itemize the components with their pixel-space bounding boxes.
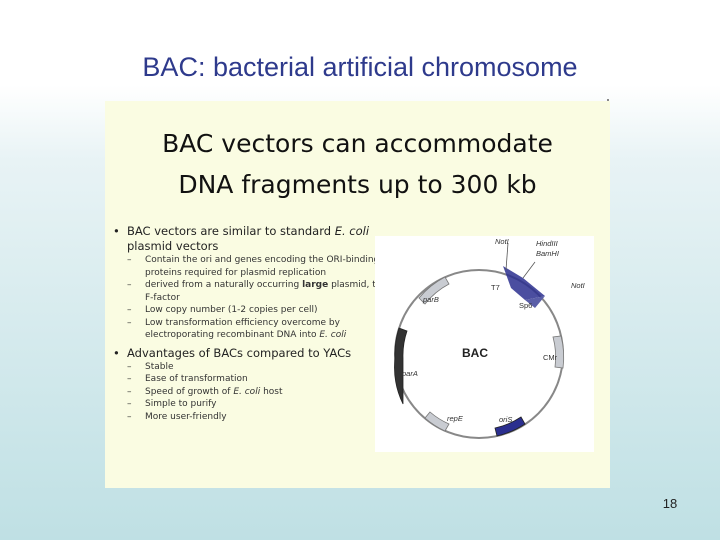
sub-bullet-text: Simple to purify	[145, 399, 217, 409]
panel-heading-line-1: BAC vectors can accommodate	[162, 129, 553, 158]
bullet-text-italic: E. coli	[334, 224, 370, 238]
bullet-text: plasmid vectors	[127, 239, 219, 253]
sub-bullet-item: – Low copy number (1-2 copies per cell)	[127, 304, 403, 317]
sub-bullet-item: – Contain the ori and genes encoding the …	[127, 254, 403, 279]
cmr-gene	[552, 335, 565, 369]
sub-bullet-item: – Ease of transformation	[127, 373, 403, 386]
sub-bullet-marker: –	[127, 317, 132, 328]
oris-label: oriS	[499, 415, 512, 424]
sub-bullet-item: – derived from a naturally occurring larg…	[127, 279, 403, 304]
bullet-marker: •	[113, 345, 120, 360]
bac-plasmid-map: NotI HindIII BamHI T7 Sp6 NotI parB parA…	[375, 236, 594, 452]
sub-bullet-item: – Stable	[127, 361, 403, 374]
bamhi-label: BamHI	[536, 249, 559, 258]
bullet-item: • Advantages of BACs compared to YACs	[113, 346, 403, 361]
para-label: parA	[401, 369, 418, 378]
sp6-promoter-arrow	[525, 296, 545, 308]
bullet-item: • BAC vectors are similar to standard E. …	[113, 224, 403, 254]
sub-bullet-marker: –	[127, 305, 132, 315]
sub-bullet-text: derived from a naturally occurring	[145, 280, 303, 290]
repe-label: repE	[447, 414, 464, 423]
sub-bullet-text: plasmid, the F-factor	[145, 280, 387, 303]
sub-bullet-text-italic: E. coli	[233, 386, 261, 397]
parB-gene	[418, 276, 450, 305]
page-number: 18	[662, 496, 678, 511]
sub-bullet-marker: –	[127, 255, 132, 265]
bullet-text: Advantages of BACs compared to YACs	[127, 345, 352, 360]
sub-bullet-marker: –	[127, 374, 132, 384]
sub-bullet-item: – Simple to purify	[127, 398, 403, 411]
parb-label: parB	[422, 295, 439, 304]
panel-heading-line-2: DNA fragments up to 300 kb	[178, 170, 537, 199]
sub-bullet-text-bold: large	[302, 280, 329, 290]
bac-plasmid-svg: NotI HindIII BamHI T7 Sp6 NotI parB parA…	[394, 237, 585, 439]
sub-bullet-text: Ease of transformation	[145, 374, 248, 384]
sub-bullet-marker: –	[127, 280, 132, 290]
t7-label: T7	[491, 283, 500, 292]
sub-bullet-text-italic: E. coli	[319, 330, 347, 340]
bullet-marker: •	[113, 224, 120, 238]
sp6-label: Sp6	[519, 301, 532, 310]
noti-top-label: NotI	[495, 237, 509, 246]
sub-bullet-text: Stable	[145, 361, 174, 372]
sub-bullet-text: host	[260, 386, 283, 397]
bac-center-label: BAC	[462, 346, 488, 360]
slide-title: BAC: bacterial artificial chromosome	[142, 52, 578, 82]
sub-bullet-text: Contain the ori and genes encoding the O…	[145, 255, 380, 278]
sub-bullet-item: – Speed of growth of E. coli host	[127, 386, 403, 399]
sub-bullet-marker: –	[127, 399, 132, 409]
bullet-list: • BAC vectors are similar to standard E. …	[113, 224, 403, 423]
panel-heading: BAC vectors can accommodate DNA fragment…	[105, 123, 610, 205]
cloning-site-wedge	[503, 266, 545, 300]
parA-gene	[394, 327, 408, 405]
sub-bullet-text: Low copy number (1-2 copies per cell)	[145, 305, 318, 315]
cmr-label: CMr	[543, 353, 558, 362]
sub-bullet-item: – More user-friendly	[127, 411, 403, 424]
sub-bullet-text: Speed of growth of	[145, 386, 234, 397]
bullet-text: BAC vectors are similar to standard	[127, 224, 335, 238]
oris-element	[494, 416, 526, 437]
sub-bullet-text: Low transformation efficiency overcome b…	[145, 317, 340, 341]
sub-bullet-marker: –	[127, 361, 132, 372]
sub-bullet-item: – Low transformation efficiency overcome …	[127, 317, 403, 342]
noti-right-label: NotI	[571, 281, 585, 290]
sub-bullet-marker: –	[127, 386, 132, 397]
repE-gene	[424, 411, 450, 432]
sub-bullet-text: More user-friendly	[145, 411, 227, 422]
hindiii-tick	[522, 261, 536, 279]
corner-mark	[607, 99, 609, 101]
sub-bullet-marker: –	[127, 411, 132, 422]
hindiii-label: HindIII	[536, 239, 558, 248]
noti-top-tick	[505, 242, 509, 271]
